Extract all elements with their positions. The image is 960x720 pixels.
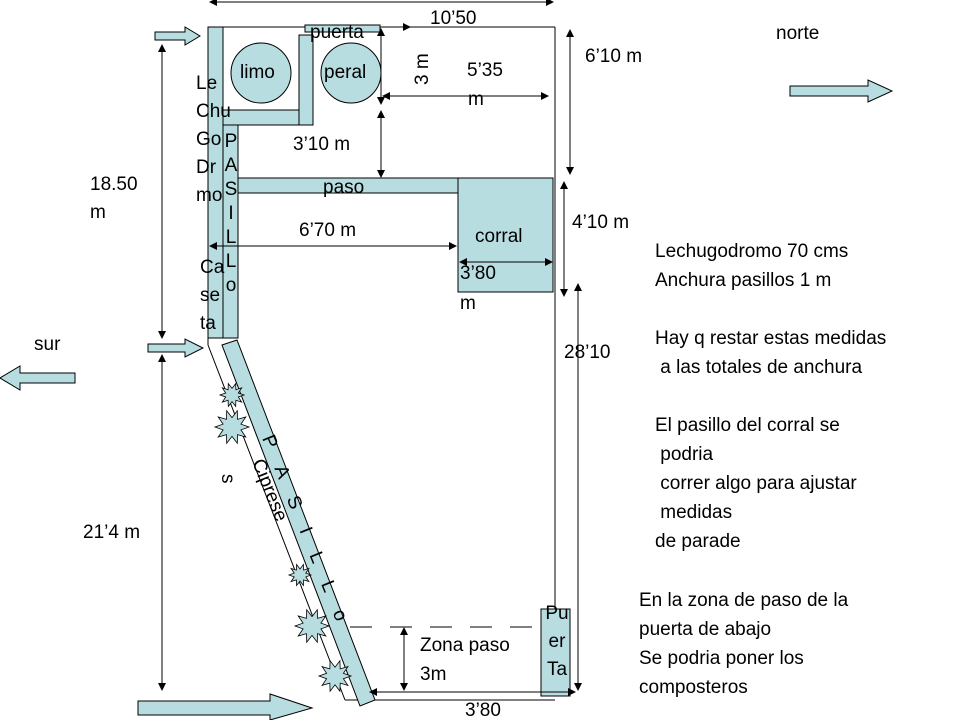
h-410-label: 4’10 m — [572, 212, 630, 233]
caseta-label: Ca se ta — [200, 257, 225, 334]
entry-arrow-middle — [147, 338, 205, 358]
pasillo-vertical-label: P A S I L L o — [224, 131, 238, 296]
w-535-unit: m — [468, 89, 484, 110]
corral — [457, 177, 554, 293]
zona-paso-label: Zona paso — [420, 635, 510, 656]
entry-arrow-bottom — [137, 693, 314, 720]
zona-paso-value: 3m — [420, 664, 447, 685]
norte-label: norte — [776, 23, 820, 44]
puerta-bottom-rect — [540, 608, 571, 697]
pasillo-diagonal — [221, 339, 376, 707]
lechugodromo-label: Le Chu Go Dr mo — [196, 73, 231, 206]
starburst-tree-icon — [317, 659, 353, 693]
w-380-corral-unit: m — [460, 293, 476, 314]
h-310-label: 3’10 m — [293, 134, 351, 155]
notes-block-1: Lechugodromo 70 cms Anchura pasillos 1 m… — [655, 241, 887, 552]
w-535-label: 5’35 — [467, 60, 503, 81]
sur-label: sur — [34, 334, 61, 355]
limo-label: limo — [240, 62, 275, 83]
w-670-label: 6’70 m — [299, 220, 357, 241]
corral-label: corral — [475, 226, 523, 247]
sur-arrow — [0, 365, 76, 391]
limo-hedge-vertical — [298, 34, 314, 126]
total-width-label: 10’50 — [430, 8, 477, 29]
cipreses-s-label: s — [217, 474, 238, 484]
starburst-tree-icon — [218, 382, 246, 408]
paso-label: paso — [323, 177, 365, 198]
svg-text:s: s — [217, 474, 238, 484]
w-380-corral-label: 3’80 — [460, 263, 496, 284]
starburst-tree-icon — [293, 608, 331, 644]
svg-text:3 m: 3 m — [412, 53, 433, 85]
three-m-label: 3 m — [412, 53, 433, 85]
h-610-label: 6’10 m — [585, 46, 643, 67]
norte-arrow — [789, 79, 894, 103]
h-214-label: 21’4 m — [83, 522, 141, 543]
h-1850-label: 18.50 — [90, 174, 138, 195]
svg-text:P A S I L L o: P A S I L L o — [257, 432, 354, 632]
starburst-tree-icon — [287, 563, 313, 587]
puerta-bottom-label: Pu er Ta — [545, 603, 569, 680]
limo-tree — [230, 42, 292, 104]
h-1850-unit: m — [90, 202, 106, 223]
w-380-bottom-label: 3’80 — [465, 700, 501, 720]
peral-label: peral — [324, 62, 367, 83]
puerta-top-label: puerta — [310, 22, 364, 43]
entry-arrow-top — [154, 26, 201, 46]
cipres-line — [207, 344, 346, 701]
pasillo-diagonal-label: P A S I L L o — [257, 432, 354, 632]
h-2810-label: 28’10 — [564, 342, 611, 363]
starburst-tree-icon — [213, 409, 251, 445]
notes-block-2: En la zona de paso de la puerta de abajo… — [639, 590, 849, 698]
